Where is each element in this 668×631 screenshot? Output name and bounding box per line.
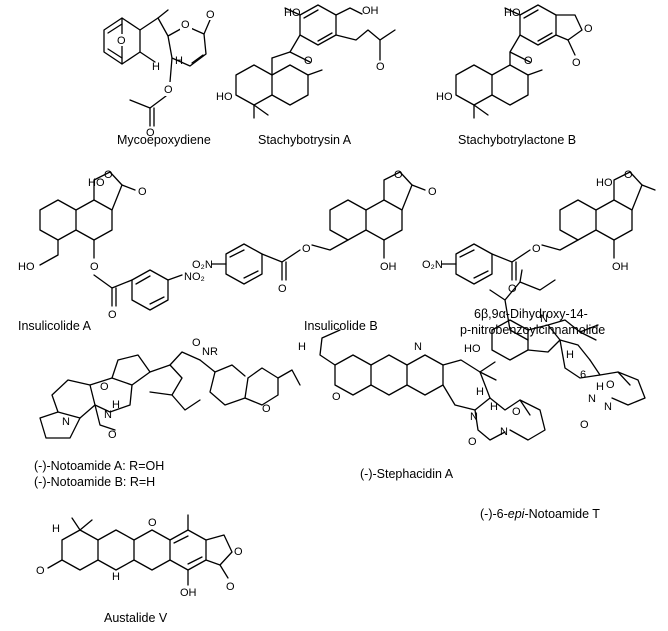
atom-label: O	[148, 517, 157, 529]
atom-label: 6	[580, 369, 586, 381]
atom-label: O	[468, 436, 477, 448]
atom-label: HO	[464, 343, 481, 355]
atom-label: N	[470, 411, 478, 423]
compound-name: (-)-Stephacidin A	[360, 467, 454, 481]
compound-name: Insulicolide B	[304, 319, 378, 333]
atom-label: H	[52, 523, 60, 535]
atom-label: O	[36, 565, 45, 577]
atom-label: NO₂	[184, 271, 205, 283]
atom-label: HO	[216, 91, 233, 103]
atom-label: O	[108, 429, 117, 441]
compound-insulicolide-b: O O O O₂N O OH Insulicolide B	[192, 169, 437, 333]
atom-label: O	[181, 19, 190, 31]
atom-label: HO	[18, 261, 35, 273]
atom-label: O	[302, 243, 311, 255]
atom-label: O	[332, 391, 341, 403]
atom-label: H	[152, 61, 160, 73]
compound-austalide-v: H O O O O H OH Austalide V	[36, 514, 243, 625]
atom-label: O	[192, 337, 201, 349]
compound-name-line2: (-)-Notoamide B: R=H	[34, 475, 155, 489]
atom-label: HO	[88, 177, 105, 189]
atom-label: O	[226, 581, 235, 593]
atom-label: H	[112, 571, 120, 583]
compound-mycoepoxydiene: O O O H H O O Mycoepoxydiene	[103, 8, 217, 147]
atom-label: O	[278, 283, 287, 295]
atom-label: O	[508, 283, 517, 295]
atom-label: O	[262, 403, 271, 415]
compound-name-line1: 6β,9α-Dihydroxy-14-	[474, 307, 588, 321]
atom-label: O	[108, 309, 117, 321]
atom-label: O	[580, 419, 589, 431]
atom-label: O	[606, 379, 615, 391]
atom-label: O	[234, 546, 243, 558]
compound-name-line1: (-)-Notoamide A: R=OH	[34, 459, 164, 473]
atom-label: O	[428, 186, 437, 198]
atom-label: N	[540, 313, 548, 325]
atom-label: N	[414, 341, 422, 353]
compound-stachybotrylactone-b: HO O O O HO Stachybotrylactone B	[436, 4, 593, 147]
compound-name-line2: p-nitrobenzoylcinnamolide	[460, 323, 605, 337]
atom-label: OH	[612, 261, 629, 273]
atom-label: H	[476, 386, 484, 398]
compound-insulicolide-a: HO O O HO O O NO₂ Insulicolide A	[18, 169, 205, 333]
atom-label: O	[100, 381, 109, 393]
atom-label: H	[566, 349, 574, 361]
atom-label: N	[604, 401, 612, 413]
atom-label: O	[572, 57, 581, 69]
atom-label: OH	[362, 5, 379, 17]
atom-label: N	[588, 393, 596, 405]
atom-label: H	[175, 55, 183, 67]
atom-label: HO	[596, 177, 613, 189]
compound-name: (-)-6-epi-Notoamide T	[480, 507, 600, 521]
atom-label: O	[164, 84, 173, 96]
atom-label: OH	[380, 261, 397, 273]
atom-label: NR	[202, 346, 218, 358]
atom-label: N	[62, 416, 70, 428]
atom-label: O	[146, 127, 155, 139]
compound-name: Austalide V	[104, 611, 168, 625]
compound-stachybotrysin-a: HO OH O O HO Stachybotrysin A	[216, 4, 396, 147]
atom-label: O	[104, 169, 113, 181]
atom-label: H	[596, 381, 604, 393]
atom-label: O	[624, 169, 633, 181]
atom-label: H	[298, 341, 306, 353]
atom-label: O	[90, 261, 99, 273]
atom-label: O	[206, 9, 215, 21]
atom-label: O₂N	[422, 259, 443, 271]
compound-stephacidin-a: H N O H N O N O H (-)-Stephacidin A	[298, 329, 546, 481]
atom-label: O	[394, 169, 403, 181]
compound-6-epi-notoamide-t: HO H N 6 H N O N O (-)-6-epi-Notoamide T	[464, 269, 646, 521]
atom-label: O	[376, 61, 385, 73]
atom-label: O	[524, 55, 533, 67]
atom-label: O	[117, 35, 126, 47]
compound-dihydroxy-nitrobenzoylcinnamolide: HO O O O₂N O OH 6β,9α-Dihydroxy-14- p-ni…	[422, 169, 656, 337]
atom-label: H	[112, 399, 120, 411]
atom-label: N	[104, 409, 112, 421]
compound-name: Stachybotrylactone B	[458, 133, 576, 147]
atom-label: HO	[504, 7, 521, 19]
atom-label: N	[500, 426, 508, 438]
compound-name: Mycoepoxydiene	[117, 133, 211, 147]
compound-name: Stachybotrysin A	[258, 133, 352, 147]
atom-label: O	[512, 406, 521, 418]
atom-label: O	[138, 186, 147, 198]
atom-label: O	[304, 55, 313, 67]
atom-label: O	[584, 23, 593, 35]
atom-label: O	[532, 243, 541, 255]
atom-label: H	[490, 401, 498, 413]
atom-label: HO	[436, 91, 453, 103]
atom-label: O₂N	[192, 259, 213, 271]
compound-name: Insulicolide A	[18, 319, 92, 333]
atom-label: OH	[180, 587, 197, 599]
atom-label: HO	[284, 7, 301, 19]
compound-notoamide-a-b: NR O O N N O O H (-)-Notoamide A: R=OH (…	[34, 337, 301, 489]
